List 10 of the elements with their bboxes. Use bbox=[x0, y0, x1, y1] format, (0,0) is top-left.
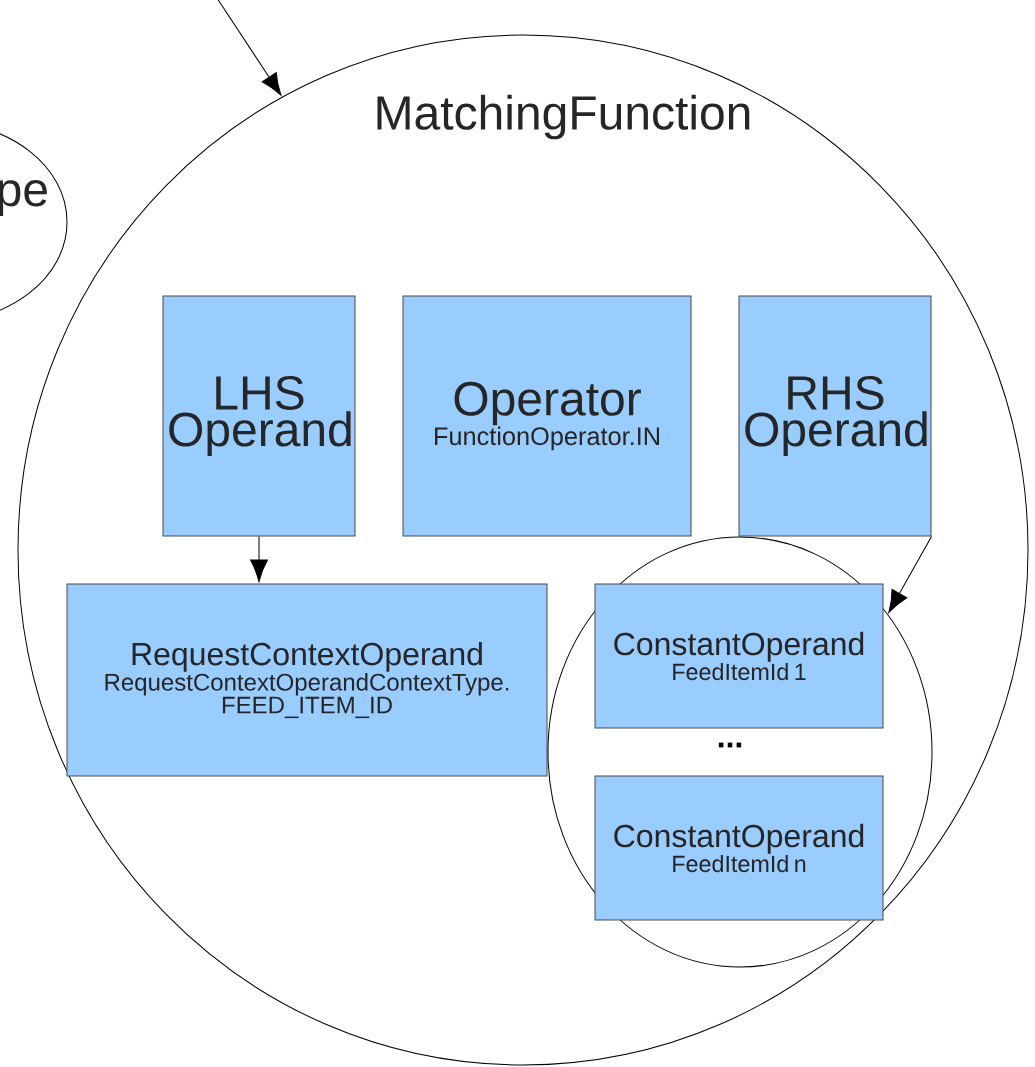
ellipse bbox=[547, 536, 933, 968]
operand-box: RequestContextOperand RequestContextOperandContextType. FEED_ITEM_ID bbox=[66, 583, 548, 777]
operand-box: RHS Operand bbox=[738, 295, 932, 537]
operand-box: ConstantOperand FeedItemId 1 bbox=[594, 583, 884, 729]
ellipsis-label: ... bbox=[718, 742, 742, 748]
operand-box: ConstantOperand FeedItemId n bbox=[594, 775, 884, 921]
arrow bbox=[888, 536, 932, 613]
operand-box: LHS Operand bbox=[162, 295, 356, 537]
arrow bbox=[250, 536, 268, 582]
operand-box: Operator FunctionOperator.IN bbox=[402, 295, 692, 537]
